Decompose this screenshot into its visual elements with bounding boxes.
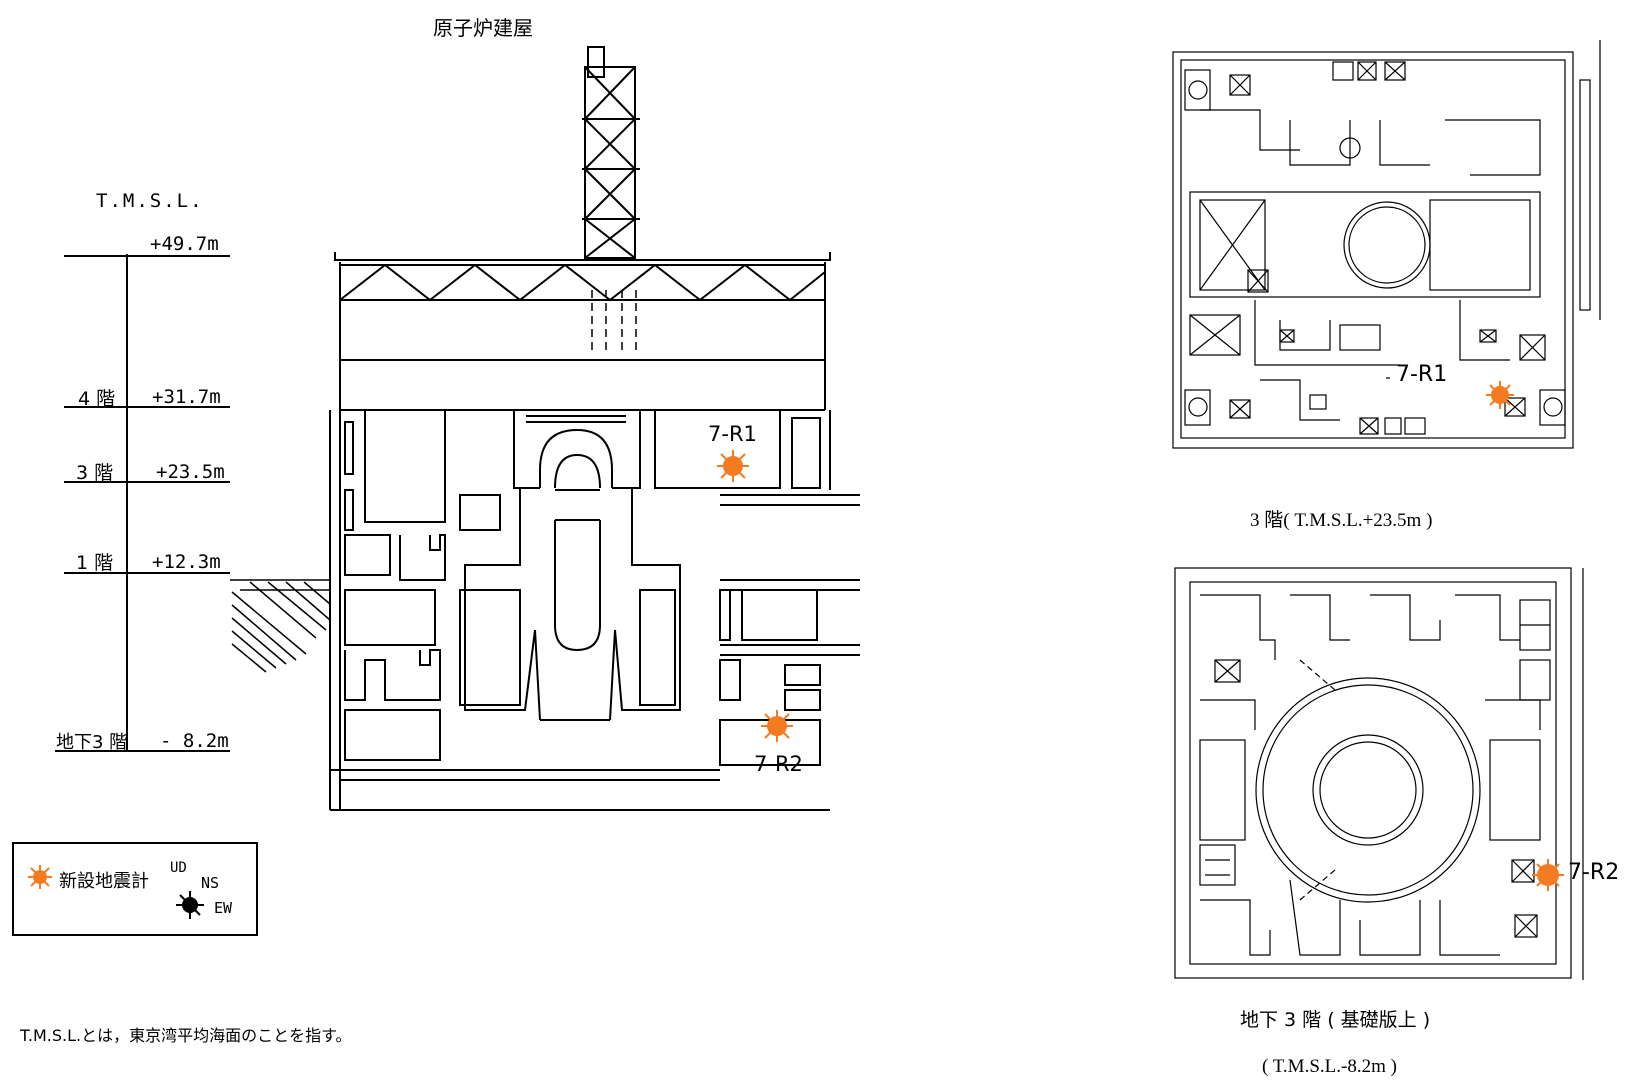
sensor-marker-section-r2 — [761, 710, 793, 742]
legend-ud: UD — [170, 860, 187, 876]
sensor-marker-b3-plan — [1532, 859, 1564, 891]
elevation-3f: +23.5m — [156, 461, 225, 483]
plan-b3-drawing — [1174, 567, 1584, 980]
floor-label-b3: 地下3 階 — [56, 732, 128, 753]
reactor-building-section — [329, 46, 860, 811]
elevation-1f: +12.3m — [152, 551, 221, 573]
elevation-b3: - 8.2m — [160, 730, 229, 752]
sensor-legend-icon — [28, 865, 52, 889]
plan-b3-sensor-label: 7-R2 — [1568, 860, 1620, 885]
plan-b3-caption-line2: ( T.M.S.L.-8.2m ) — [1262, 1056, 1397, 1077]
floor-label-3f: 3 階 — [76, 462, 114, 484]
plan-b3-caption-line1: 地下 3 階 ( 基礎版上 ) — [1240, 1009, 1431, 1031]
sensor-marker-section-r1 — [717, 450, 749, 482]
footnote: T.M.S.L.とは，東京湾平均海面のことを指す。 — [20, 1026, 352, 1045]
floor-label-4f: 4 階 — [78, 388, 116, 410]
elevation-4f: +31.7m — [152, 386, 221, 408]
floor-label-1f: 1 階 — [76, 552, 114, 574]
plan-3f-sensor-label: 7-R1 — [1396, 362, 1448, 387]
building-title: 原子炉建屋 — [433, 16, 533, 40]
plan-3f-drawing — [1172, 40, 1601, 449]
direction-axes-icon — [176, 891, 204, 919]
tmsl-label: T.M.S.L. — [96, 190, 204, 212]
legend-ew: EW — [214, 899, 233, 917]
legend-ns: NS — [201, 874, 220, 892]
ground-hatch — [230, 579, 331, 673]
plan-3f-caption: 3 階( T.M.S.L.+23.5m ) — [1250, 510, 1433, 531]
legend-label: 新設地震計 — [59, 871, 149, 892]
sensor-label-r2: 7-R2 — [754, 752, 803, 776]
elevation-scale — [55, 254, 230, 752]
elevation-top: +49.7m — [150, 233, 219, 255]
legend-box — [12, 842, 258, 936]
sensor-label-r1: 7-R1 — [708, 422, 757, 446]
sensor-marker-3f-plan — [1486, 381, 1514, 409]
